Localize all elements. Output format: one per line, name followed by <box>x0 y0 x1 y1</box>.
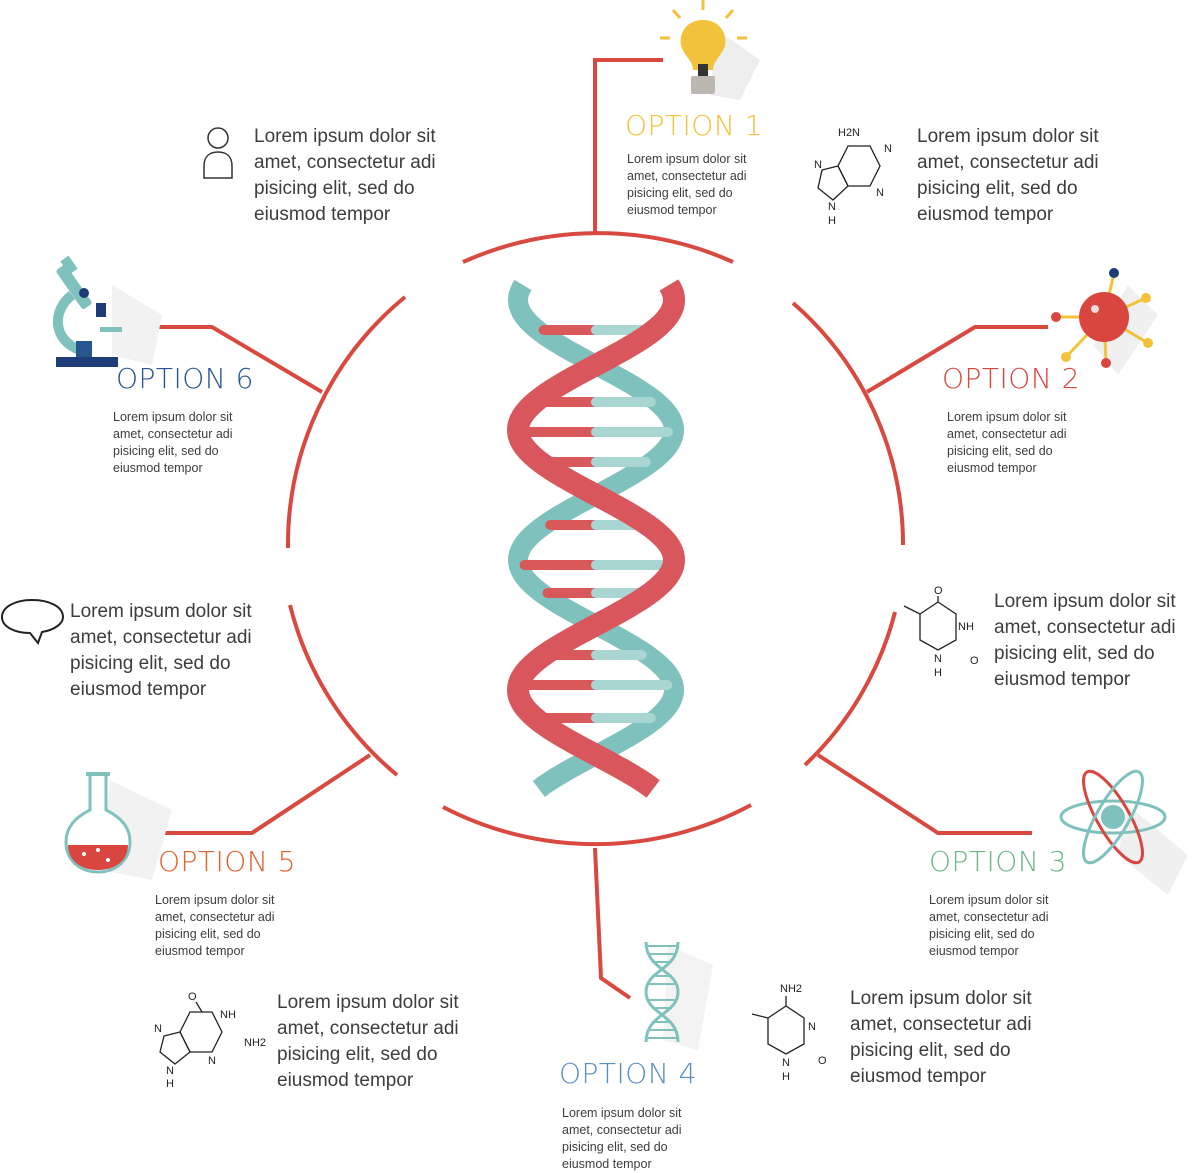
option-4-title: OPTION 4 <box>559 1057 697 1090</box>
arc-lower-right <box>803 611 897 767</box>
atom-label: H <box>782 1071 790 1083</box>
note-guanine-text: Lorem ipsum dolor sit amet, consectetur … <box>277 992 459 1091</box>
connector-option-2 <box>865 325 1048 394</box>
atom-label: N <box>808 1021 816 1033</box>
molecule-icon <box>1051 268 1158 375</box>
atom-label: N <box>828 201 836 213</box>
atom-label: O <box>934 585 943 597</box>
connector-option-6 <box>142 325 324 394</box>
option-4-text: Lorem ipsum dolor sit amet, consectetur … <box>562 1106 682 1171</box>
atom-label: N <box>934 653 942 665</box>
atom-label: O <box>188 991 197 1003</box>
atom-label: NH2 <box>780 983 802 995</box>
dna-helix <box>506 279 686 798</box>
cytosine-structure-icon: NH2 N O N H <box>751 983 827 1083</box>
adenine-structure-icon: H2N N N N N H <box>814 127 892 227</box>
atom-label: NH2 <box>244 1037 266 1049</box>
arc-upper-left <box>285 295 407 549</box>
option-6-text: Lorem ipsum dolor sit amet, consectetur … <box>113 410 233 475</box>
flask-icon <box>64 772 172 880</box>
speech-bubble-icon <box>0 598 65 646</box>
connector-option-1 <box>593 58 663 232</box>
atom-icon <box>1059 769 1188 895</box>
atom-label: N <box>208 1055 216 1067</box>
note-person-text: Lorem ipsum dolor sit amet, consectetur … <box>254 126 436 225</box>
arc-top <box>462 231 734 264</box>
atom-label: O <box>970 655 979 667</box>
thymine-structure-icon: O NH O N H <box>903 585 979 679</box>
note-adenine-text: Lorem ipsum dolor sit amet, consectetur … <box>917 126 1099 225</box>
atom-label: O <box>818 1055 827 1067</box>
connectors <box>142 58 1048 1000</box>
note-speech-text: Lorem ipsum dolor sit amet, consectetur … <box>70 601 252 700</box>
option-2-title: OPTION 2 <box>942 362 1080 395</box>
connector-option-5 <box>158 753 372 835</box>
arc-bottom <box>442 803 752 847</box>
atom-label: H <box>166 1078 174 1090</box>
atom-label: NH <box>220 1009 236 1021</box>
option-5-text: Lorem ipsum dolor sit amet, consectetur … <box>155 893 275 958</box>
option-2-text: Lorem ipsum dolor sit amet, consectetur … <box>947 410 1067 475</box>
option-5-title: OPTION 5 <box>158 845 296 878</box>
microscope-icon <box>53 255 162 367</box>
dna-icon <box>644 941 713 1050</box>
arc-lower-left <box>288 604 399 777</box>
atom-label: H2N <box>838 127 860 139</box>
circle-arcs <box>285 231 906 847</box>
atom-label: H <box>828 215 836 227</box>
note-thymine-text: Lorem ipsum dolor sit amet, consectetur … <box>994 591 1176 690</box>
atom-label: N <box>884 143 892 155</box>
atom-label: N <box>782 1057 790 1069</box>
atom-label: N <box>166 1065 174 1077</box>
person-icon <box>203 127 233 179</box>
option-3-text: Lorem ipsum dolor sit amet, consectetur … <box>929 893 1049 958</box>
note-cytosine-text: Lorem ipsum dolor sit amet, consectetur … <box>850 988 1032 1087</box>
option-1-text: Lorem ipsum dolor sit amet, consectetur … <box>627 152 747 217</box>
connector-option-3 <box>816 753 1032 835</box>
atom-label: N <box>876 187 884 199</box>
atom-label: N <box>814 159 822 171</box>
option-1-title: OPTION 1 <box>625 109 763 142</box>
atom-label: NH <box>958 621 974 633</box>
option-6-title: OPTION 6 <box>116 362 254 395</box>
connector-option-4 <box>593 847 632 1000</box>
lightbulb-icon <box>660 0 760 100</box>
option-3-title: OPTION 3 <box>929 845 1067 878</box>
atom-label: N <box>154 1023 162 1035</box>
guanine-structure-icon: O NH NH2 N N N H <box>154 991 266 1090</box>
atom-label: H <box>934 667 942 679</box>
arc-upper-right <box>791 301 906 546</box>
red-strand <box>506 279 686 798</box>
